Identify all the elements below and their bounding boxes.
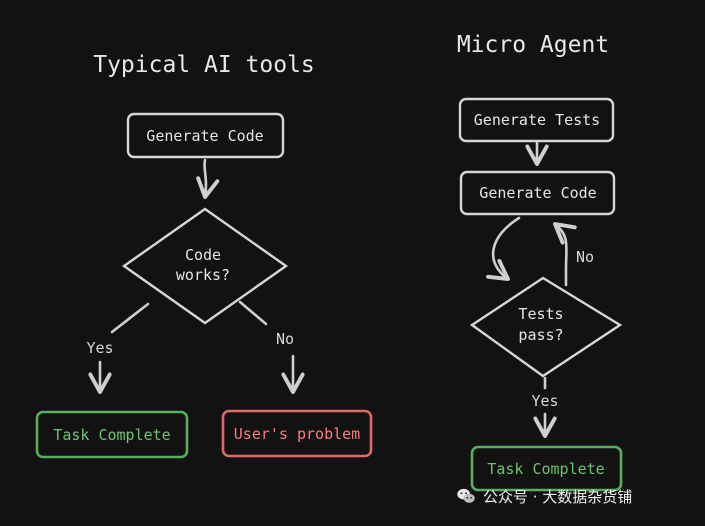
right-decision-label-line1: Tests xyxy=(518,305,563,323)
right-generate-code-label: Generate Code xyxy=(479,184,596,202)
watermark: 公众号 · 大数据杂货铺 xyxy=(455,485,632,507)
left-no-branch-line xyxy=(238,300,268,326)
right-task-complete-label: Task Complete xyxy=(487,460,604,478)
generate-tests-box xyxy=(458,97,615,143)
left-generate-code-box xyxy=(126,112,285,159)
right-decision-label-line2: pass? xyxy=(518,326,563,344)
left-arrow-to-decision xyxy=(196,158,220,199)
users-problem-label: User's problem xyxy=(234,425,360,443)
left-flow-title: Typical AI tools xyxy=(93,52,315,78)
left-yes-label: Yes xyxy=(86,339,113,357)
right-arrow-code-to-decision xyxy=(486,216,521,281)
right-yes-label: Yes xyxy=(531,392,558,410)
left-no-label: No xyxy=(276,330,294,348)
left-task-complete-label: Task Complete xyxy=(53,426,170,444)
left-task-complete-box xyxy=(35,410,189,459)
wechat-icon xyxy=(457,488,475,503)
users-problem-box xyxy=(221,409,373,458)
right-decision-diamond xyxy=(469,276,623,378)
left-decision-diamond xyxy=(121,207,289,325)
left-decision-label-line1: Code xyxy=(185,246,221,264)
right-generate-code-box xyxy=(459,170,616,216)
left-yes-branch-line xyxy=(110,302,150,334)
left-generate-code-label: Generate Code xyxy=(146,127,263,145)
right-no-label: No xyxy=(576,248,594,266)
right-no-loop-arrow xyxy=(553,222,577,287)
right-flow-title: Micro Agent xyxy=(457,32,609,58)
left-decision-label-line2: works? xyxy=(176,266,230,284)
watermark-text: 公众号 · 大数据杂货铺 xyxy=(483,487,633,506)
generate-tests-label: Generate Tests xyxy=(474,111,600,129)
right-task-complete-box xyxy=(470,445,623,492)
